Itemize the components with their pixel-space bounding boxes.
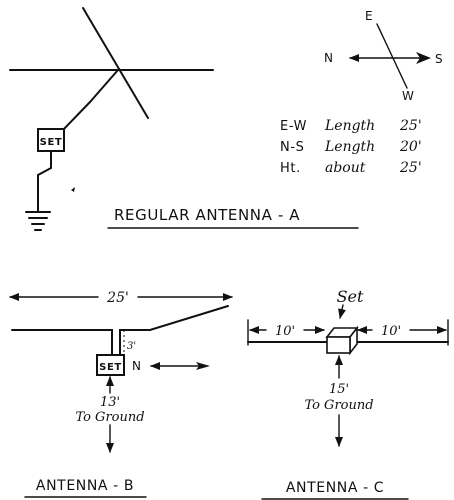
spec-height-value: 25' xyxy=(399,160,422,176)
antenna-specs: E-W Length 25' N-S Length 20' Ht. about … xyxy=(280,118,422,176)
spec-ns-label: Length xyxy=(324,139,375,155)
antenna-c-diagram: Set 10' 10' 15' To Ground ANTENNA - C xyxy=(247,287,449,500)
antenna-c-left-span: 10' xyxy=(275,324,295,339)
antenna-a-caption: REGULAR ANTENNA - A xyxy=(114,206,300,224)
compass-east-label: E xyxy=(365,9,373,23)
spec-ew-label: Length xyxy=(324,118,375,134)
compass-south-label: S xyxy=(435,52,443,66)
antenna-b-diagram: 25' 3' SET N 13' To Ground ANTENNA - B xyxy=(9,290,233,498)
antenna-b-span-label: 25' xyxy=(106,290,129,306)
antenna-b-left-wire xyxy=(11,329,113,356)
spec-ns-value: 20' xyxy=(399,139,422,155)
antenna-b-ground-text: To Ground xyxy=(75,410,144,425)
antenna-b-right-wire xyxy=(119,305,229,356)
spec-ew-value: 25' xyxy=(399,118,422,134)
antenna-b-caption: ANTENNA - B xyxy=(36,478,134,494)
antenna-b-north-label: N xyxy=(132,359,142,373)
antenna-c-caption: ANTENNA - C xyxy=(286,480,384,496)
antenna-b-set-box xyxy=(96,354,125,376)
antenna-a-lead-in-2 xyxy=(61,101,91,132)
antenna-a-ground-wire xyxy=(37,150,52,213)
antenna-c-ground-text: To Ground xyxy=(304,398,373,413)
antenna-c-ground-distance: 15' xyxy=(329,382,349,397)
antenna-b-set-label: SET xyxy=(99,362,122,373)
antenna-a-lead-in xyxy=(89,69,119,103)
spec-ew-direction: E-W xyxy=(280,119,307,134)
antenna-c-set-box xyxy=(325,325,359,356)
antenna-a-set-label: SET xyxy=(40,137,63,148)
antenna-c-set-pointer xyxy=(338,304,346,319)
antenna-c-set-label: Set xyxy=(337,287,364,306)
ink-speck xyxy=(71,187,75,192)
compass-arrow-fletching xyxy=(416,52,431,64)
antenna-a-diagram: SET REGULAR ANTENNA - A xyxy=(9,7,359,231)
spec-ns-direction: N-S xyxy=(280,140,304,155)
antenna-b-ground-distance: 13' xyxy=(100,395,120,410)
antenna-b-drop-label: 3' xyxy=(127,341,136,352)
antenna-a-ns-wire xyxy=(82,7,149,119)
antenna-b-arrow-fletching xyxy=(196,362,210,370)
compass-north-label: N xyxy=(324,51,334,65)
antenna-c-right-span: 10' xyxy=(381,324,401,339)
compass-west-label: W xyxy=(402,89,414,103)
spec-height-direction: Ht. xyxy=(280,161,301,176)
spec-height-label: about xyxy=(325,160,366,176)
compass-rose: E N S W xyxy=(324,9,443,103)
compass-ew-axis xyxy=(376,23,408,89)
